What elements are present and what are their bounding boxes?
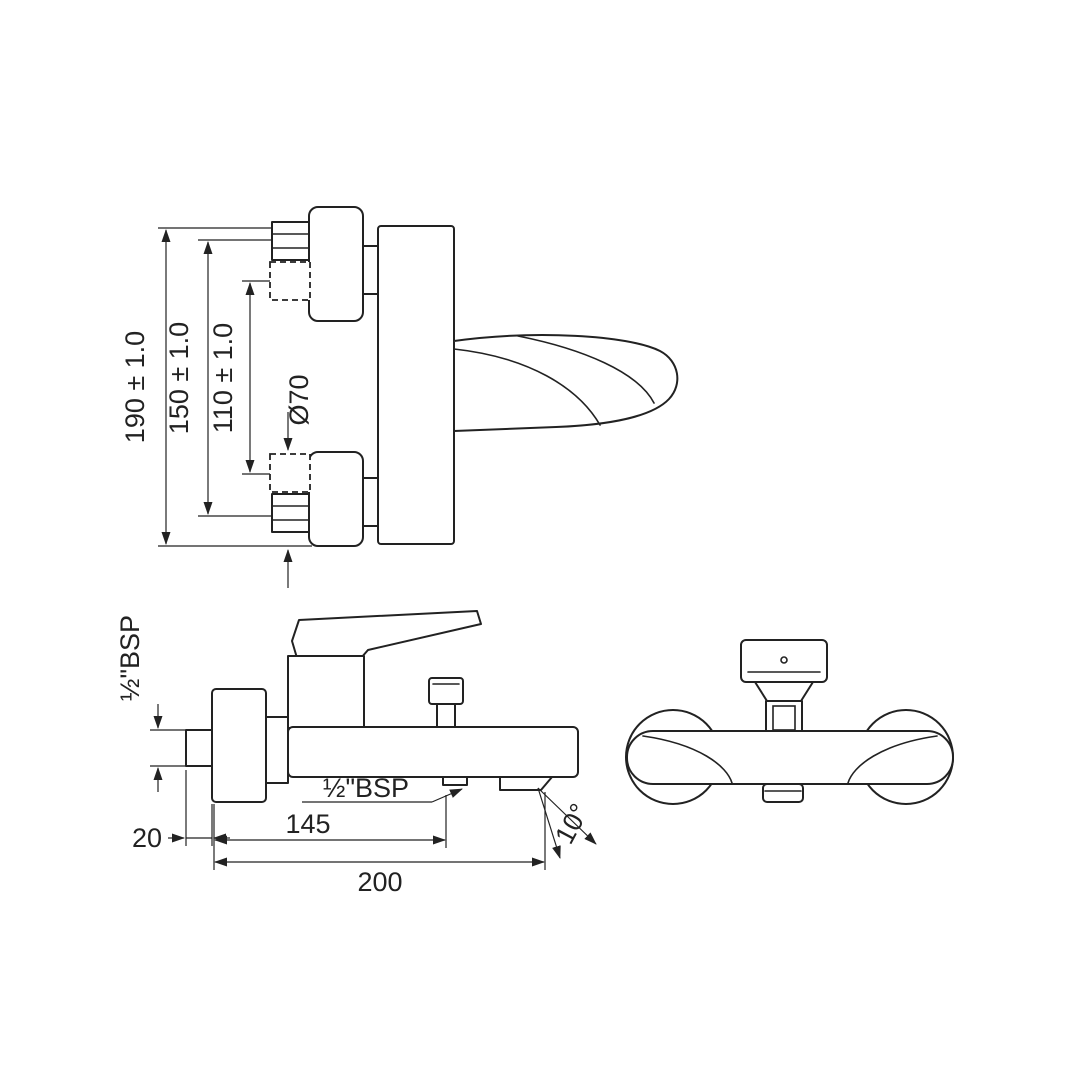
diverter-stem — [436, 702, 456, 728]
spout-inner-curve-1 — [453, 348, 601, 426]
wall-plate-body — [377, 225, 455, 545]
profile-extension-lines — [158, 227, 312, 547]
front-view — [625, 639, 954, 805]
dim-label-bsp-vertical: ½"BSP — [115, 615, 145, 701]
dim-label-dia70: Ø70 — [284, 374, 314, 425]
waterfall-spout-outline — [453, 334, 679, 432]
inlet-pipe — [185, 729, 213, 767]
lever-handle — [291, 610, 482, 659]
angle-indicator-10deg — [537, 787, 597, 859]
upper-wall-nut — [271, 221, 310, 261]
front-crease-right — [847, 735, 938, 784]
spout-outlet — [499, 776, 553, 791]
shower-port — [442, 776, 468, 786]
lower-hex-nut-inner — [362, 477, 379, 527]
spout-inner-curve-2 — [517, 335, 655, 404]
dim-200-lines — [213, 792, 546, 870]
front-crease-left — [642, 735, 733, 784]
front-handle-neck — [754, 681, 814, 702]
front-handle-cap — [740, 639, 828, 683]
front-bottom-outlet — [762, 783, 804, 803]
upper-wall-nut-flats — [271, 233, 310, 249]
dim-label-bsp-horizontal: ½"BSP — [323, 773, 409, 803]
lower-escutcheon — [308, 451, 364, 547]
lower-wall-nut-flats — [271, 505, 310, 521]
upper-hex-nut-inner — [362, 245, 379, 295]
upper-wall-fitting-dashed — [269, 261, 311, 301]
bsp-horizontal-leader — [302, 788, 463, 803]
dim-bsp-vertical-lines — [150, 704, 186, 792]
lower-wall-nut — [271, 493, 310, 533]
cartridge-housing — [287, 655, 365, 729]
flange-adapter — [265, 716, 289, 784]
lower-wall-fitting-dashed — [269, 453, 311, 493]
profile-view: 190 ± 1.0 150 ± 1.0 110 ± 1.0 Ø70 — [120, 206, 679, 588]
upper-mounting-assembly — [269, 206, 379, 322]
dim-label-110: 110 ± 1.0 — [208, 323, 238, 433]
dim-label-20: 20 — [132, 823, 162, 853]
diverter-knob — [428, 677, 464, 705]
dim-label-200: 200 — [357, 867, 402, 897]
upper-escutcheon — [308, 206, 364, 322]
lower-mounting-assembly — [269, 451, 379, 547]
dim-label-145: 145 — [285, 809, 330, 839]
wall-flange-side — [211, 688, 267, 803]
waterfall-spout — [453, 334, 679, 432]
mixer-body-side — [287, 726, 579, 778]
dim-label-190: 190 ± 1.0 — [120, 331, 150, 443]
front-body-bar — [626, 730, 954, 785]
dim-145-lines — [214, 795, 447, 848]
handle-screw-dot — [780, 656, 788, 664]
side-view: ½"BSP 20 ½"BSP 145 200 10° — [115, 610, 597, 897]
dim-label-150: 150 ± 1.0 — [164, 322, 194, 434]
